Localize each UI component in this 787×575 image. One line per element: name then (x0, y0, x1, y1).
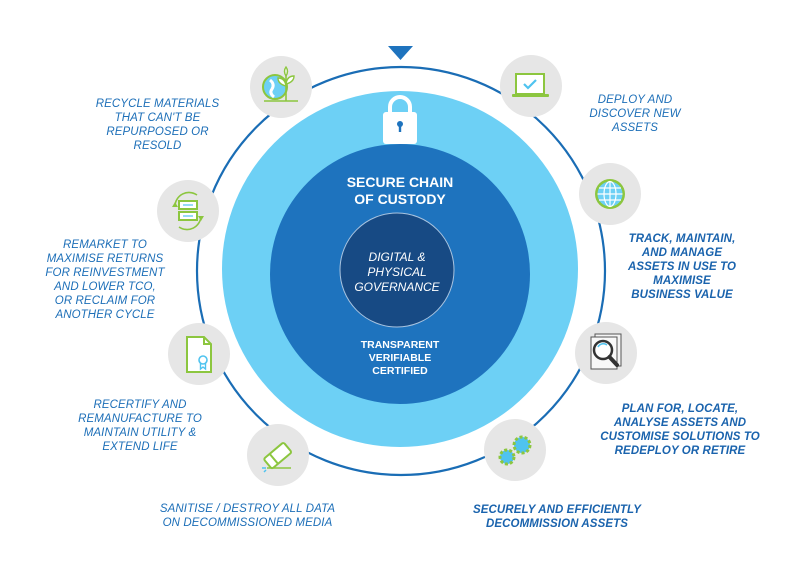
label-line: REMARKET TO (63, 239, 147, 251)
stage-deploy-label: DEPLOY AND DISCOVER NEW ASSETS (585, 93, 685, 135)
stage-plan-label: PLAN FOR, LOCATE, ANALYSE ASSETS AND CUS… (590, 402, 770, 458)
stage-remarket-label: REMARKET TO MAXIMISE RETURNS FOR REINVES… (40, 238, 170, 322)
label-line: CUSTOMISE SOLUTIONS TO (600, 431, 760, 443)
label-line: REMANUFACTURE TO (78, 413, 202, 425)
stage-plan-icon-circle[interactable] (575, 322, 637, 384)
label-line: REPURPOSED OR (106, 126, 209, 138)
attribute-certified: CERTIFIED (372, 365, 428, 377)
label-line: SANITISE / DESTROY ALL DATA (159, 503, 336, 515)
stage-decommission-label: SECURELY AND EFFICIENTLY DECOMMISSION AS… (462, 503, 652, 531)
label-line: BUSINESS VALUE (631, 289, 733, 301)
label-line: DECOMMISSION ASSETS (485, 518, 629, 530)
label-line: PLAN FOR, LOCATE, (621, 403, 739, 415)
label-line: FOR REINVESTMENT (45, 267, 165, 279)
stage-remarket-icon-circle[interactable] (157, 180, 219, 242)
stage-sanitise-label: SANITISE / DESTROY ALL DATA ON DECOMMISS… (150, 502, 345, 530)
attributes-label: TRANSPARENT VERIFIABLE CERTIFIED (330, 339, 470, 378)
stage-sanitise-icon-circle[interactable] (247, 424, 309, 486)
ring-title-line: OF CUSTODY (354, 191, 446, 207)
label-line: ASSETS IN USE TO (627, 261, 737, 273)
earth-plant-icon (262, 65, 298, 102)
label-line: DEPLOY AND (597, 94, 673, 106)
stage-track-icon-circle[interactable] (579, 163, 641, 225)
label-line: AND LOWER TCO, (54, 281, 156, 293)
padlock-icon (383, 95, 417, 144)
attribute-transparent: TRANSPARENT (360, 339, 440, 351)
stage-recertify-label: RECERTIFY AND REMANUFACTURE TO MAINTAIN … (70, 398, 210, 454)
gears-icon (498, 435, 532, 466)
label-line: RESOLD (133, 140, 182, 152)
label-line: OR RECLAIM FOR (54, 295, 156, 307)
server-cycle-icon (172, 191, 204, 231)
attribute-verifiable: VERIFIABLE (368, 352, 432, 364)
label-line: DISCOVER NEW (589, 108, 681, 120)
core-label-line: GOVERNANCE (354, 280, 440, 294)
magnifier-documents-icon (590, 333, 622, 370)
label-line: MAXIMISE (653, 275, 711, 287)
label-line: AND MANAGE (641, 247, 723, 259)
label-line: MAINTAIN UTILITY & (83, 427, 197, 439)
label-line: ANOTHER CYCLE (55, 309, 155, 321)
laptop-check-icon (512, 73, 549, 97)
label-line: SECURELY AND EFFICIENTLY (472, 504, 642, 516)
label-line: RECYCLE MATERIALS (95, 98, 220, 110)
core-label-line: DIGITAL & (368, 250, 426, 264)
stage-deploy-icon-circle[interactable] (500, 55, 562, 117)
label-line: ASSETS (612, 122, 658, 134)
label-line: MAXIMISE RETURNS (46, 253, 164, 265)
eraser-icon (262, 442, 292, 473)
ring-title-line: SECURE CHAIN (346, 174, 454, 190)
stage-recertify-icon-circle[interactable] (168, 323, 230, 385)
triangle-down-icon (388, 46, 413, 60)
core-circle (339, 212, 455, 328)
core-label: DIGITAL & PHYSICAL GOVERNANCE (340, 250, 454, 295)
globe-icon (595, 179, 625, 209)
label-line: TRACK, MAINTAIN, (628, 233, 736, 245)
label-line: RECERTIFY AND (93, 399, 187, 411)
stage-track-label: TRACK, MAINTAIN, AND MANAGE ASSETS IN US… (622, 232, 742, 302)
ring-title: SECURE CHAIN OF CUSTODY (320, 174, 480, 208)
stage-recycle-icon-circle[interactable] (250, 56, 312, 118)
label-line: ANALYSE ASSETS AND (613, 417, 747, 429)
label-line: ON DECOMMISSIONED MEDIA (162, 517, 333, 529)
stage-recycle-label: RECYCLE MATERIALS THAT CAN'T BE REPURPOS… (90, 97, 225, 153)
core-label-line: PHYSICAL (367, 265, 427, 279)
certificate-document-icon (186, 336, 212, 373)
label-line: REDEPLOY OR RETIRE (614, 445, 746, 457)
outer-lifecycle-ring (195, 65, 607, 477)
label-line: EXTEND LIFE (102, 441, 178, 453)
label-line: THAT CAN'T BE (114, 112, 201, 124)
stage-decommission-icon-circle[interactable] (484, 419, 546, 481)
